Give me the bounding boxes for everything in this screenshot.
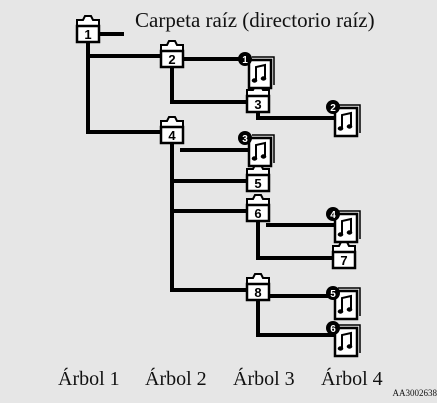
tree-level-label: Árbol 2 — [145, 368, 207, 390]
music-file-number: 3 — [242, 134, 248, 145]
folder-icon: 2 — [159, 39, 185, 69]
folder-number: 5 — [254, 176, 261, 191]
folder-icon: 7 — [331, 240, 357, 270]
tree-level-label: Árbol 4 — [321, 368, 383, 390]
folder-number: 6 — [254, 206, 261, 221]
music-file-number: 5 — [330, 289, 336, 300]
music-file-number: 2 — [330, 103, 336, 114]
folder-icon: 1 — [75, 14, 101, 44]
connector-lines — [86, 32, 335, 337]
folder-icon: 6 — [245, 193, 271, 223]
folder-icon: 3 — [245, 84, 271, 114]
folder-icon: 8 — [245, 272, 271, 302]
music-file-icon: 6 — [326, 321, 362, 358]
folder-number: 7 — [340, 253, 347, 268]
music-file-icon: 1 — [238, 52, 276, 90]
music-file-number: 1 — [242, 55, 248, 66]
folder-number: 4 — [168, 128, 176, 143]
folder-number: 3 — [254, 97, 261, 112]
folder-icon: 4 — [159, 115, 185, 145]
folder-number: 8 — [254, 285, 261, 300]
music-file-icon: 4 — [326, 207, 362, 244]
music-file-icon: 3 — [238, 131, 276, 168]
folder-number: 2 — [168, 52, 175, 67]
tree-level-label: Árbol 1 — [58, 368, 120, 390]
tree-level-label: Árbol 3 — [233, 368, 295, 390]
music-file-icon: 2 — [326, 100, 362, 138]
folder-icon: 5 — [245, 163, 271, 193]
folder-number: 1 — [84, 27, 91, 42]
music-file-number: 6 — [330, 324, 336, 335]
figure-code: AA3002638 — [392, 388, 437, 398]
root-folder-label: Carpeta raíz (directorio raíz) — [135, 8, 375, 32]
music-file-icon: 5 — [326, 286, 362, 321]
music-file-number: 4 — [330, 210, 336, 221]
